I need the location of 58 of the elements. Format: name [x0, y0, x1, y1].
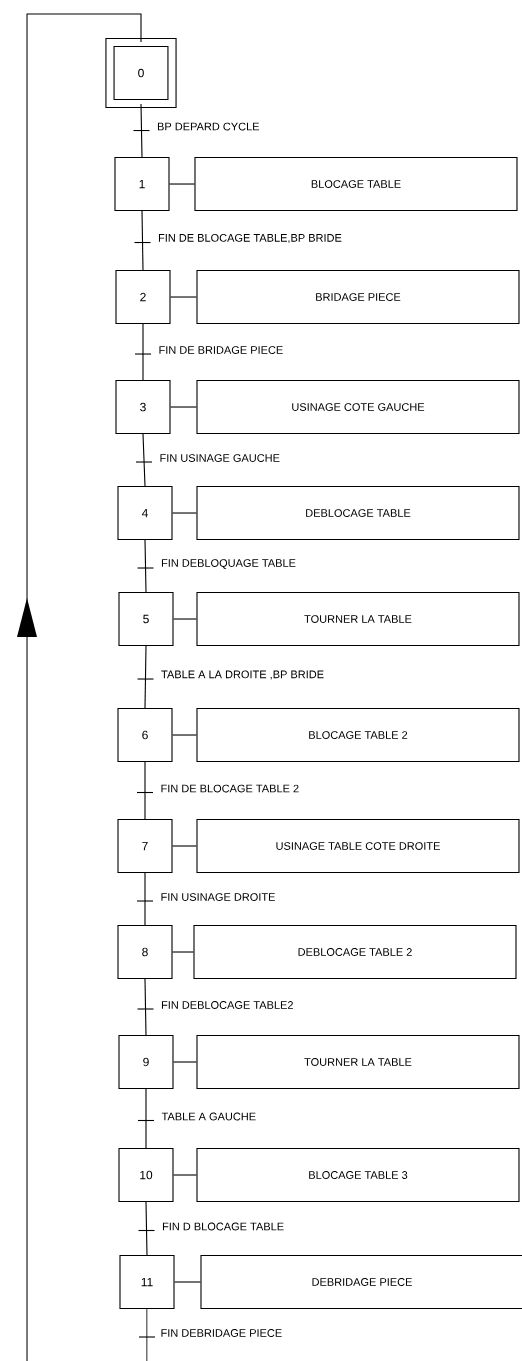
action-box: BLOCAGE TABLE — [194, 156, 518, 212]
transition-link — [145, 1201, 148, 1256]
action-link — [172, 951, 194, 953]
action-box: DEBRIDAGE PIECE — [200, 1254, 522, 1310]
initial-step-box: 0 — [105, 37, 177, 109]
transition-link — [144, 539, 147, 593]
action-link — [173, 1174, 197, 1176]
transition-label: BP DEPARD CYCLE — [157, 122, 260, 131]
transition-link — [144, 872, 146, 926]
action-link — [173, 1061, 197, 1063]
transition-link — [145, 1088, 147, 1149]
step-box: 11 — [119, 1254, 175, 1310]
action-box: DEBLOCAGE TABLE 2 — [193, 924, 517, 980]
action-box: DEBLOCAGE TABLE — [196, 485, 520, 541]
action-link — [172, 845, 197, 847]
step-box: 4 — [117, 485, 173, 541]
transition-link — [144, 761, 146, 820]
transition-label: FIN DE BLOCAGE TABLE,BP BRIDE — [158, 234, 342, 244]
transition-label: TABLE A GAUCHE — [161, 1112, 256, 1121]
transition-label: FIN DEBLOQUAGE TABLE — [161, 559, 296, 569]
transition-label: FIN DE BLOCAGE TABLE 2 — [161, 784, 299, 793]
step-box: 2 — [115, 269, 171, 325]
step-box: 1 — [114, 156, 170, 212]
action-link — [174, 1281, 201, 1283]
action-box: USINAGE TABLE COTE DROITE — [196, 818, 520, 874]
action-link — [172, 734, 197, 736]
transition-link — [141, 210, 144, 271]
step-box: 8 — [117, 924, 173, 980]
action-box: TOURNER LA TABLE — [196, 1034, 520, 1090]
transition-label: FIN USINAGE GAUCHE — [160, 454, 280, 462]
action-box: BLOCAGE TABLE 2 — [196, 707, 520, 763]
step-box: 10 — [118, 1147, 174, 1203]
transition-link — [140, 103, 143, 158]
loop-arrow — [17, 13, 148, 1361]
transition-link — [144, 978, 147, 1036]
transition-label: FIN DEBRIDAGE PIECE — [161, 1329, 282, 1337]
step-box: 3 — [115, 379, 171, 435]
transition-label: FIN USINAGE DROITE — [161, 893, 275, 901]
action-box: BLOCAGE TABLE 3 — [196, 1147, 520, 1203]
action-link — [170, 296, 197, 298]
transition-link — [142, 433, 146, 487]
action-link — [170, 406, 197, 408]
transition-link — [144, 645, 147, 709]
transition-label: FIN DE BRIDAGE PIECE — [159, 346, 283, 354]
action-link — [172, 512, 197, 514]
transition-label: FIN DEBLOCAGE TABLE2 — [161, 1001, 293, 1009]
step-box: 9 — [118, 1034, 174, 1090]
action-box: USINAGE COTE GAUCHE — [196, 379, 520, 435]
step-box: 6 — [117, 707, 173, 763]
action-link — [173, 618, 197, 620]
step-box: 5 — [118, 591, 174, 647]
transition-label: TABLE A LA DROITE ,BP BRIDE — [161, 670, 324, 680]
transition-link — [142, 323, 144, 381]
action-box: BRIDAGE PIECE — [196, 269, 520, 325]
action-box: TOURNER LA TABLE — [196, 591, 520, 647]
step-box: 7 — [117, 818, 173, 874]
transition-label: FIN D BLOCAGE TABLE — [162, 1222, 284, 1231]
action-link — [169, 183, 195, 185]
